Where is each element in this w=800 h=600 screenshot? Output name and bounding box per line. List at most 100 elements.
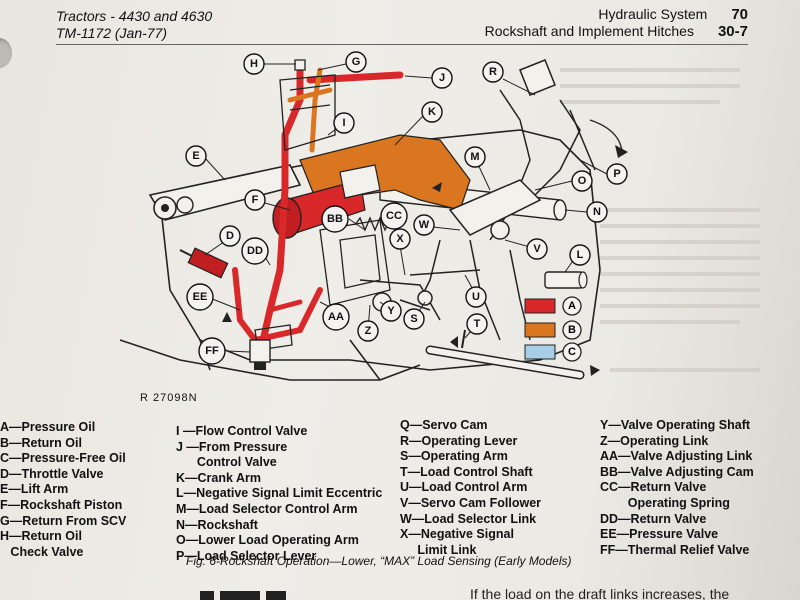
legend-item: AA—Valve Adjusting Link bbox=[600, 449, 753, 464]
svg-text:R: R bbox=[489, 66, 497, 78]
legend-item: Operating Spring bbox=[600, 495, 730, 510]
svg-text:V: V bbox=[533, 243, 541, 255]
header-divider bbox=[56, 44, 748, 45]
svg-text:A: A bbox=[568, 300, 576, 312]
callout-d: D bbox=[219, 225, 241, 247]
header-section: Hydraulic System bbox=[598, 6, 708, 22]
legend-item: I —Flow Control Valve bbox=[176, 424, 308, 438]
legend-item: T—Load Control Shaft bbox=[400, 464, 533, 479]
callout-h: H bbox=[243, 53, 265, 75]
legend-item: E—Lift Arm bbox=[0, 482, 69, 497]
legend-item: F—Rockshaft Piston bbox=[0, 497, 123, 512]
callout-labels: H G J R I K E M F O P N BB CC W D DD X V… bbox=[185, 51, 628, 365]
eccentric-cylinder bbox=[544, 271, 588, 289]
legend-item: W—Load Selector Link bbox=[400, 511, 537, 526]
callout-w: W bbox=[413, 214, 435, 236]
legend-item: C—Pressure-Free Oil bbox=[0, 451, 126, 466]
svg-text:U: U bbox=[472, 291, 480, 303]
legend-item: L—Negative Signal Limit Eccentric bbox=[176, 486, 383, 501]
page-header-left: Tractors - 4430 and 4630 TM-1172 (Jan-77… bbox=[56, 8, 212, 42]
callout-aa: AA bbox=[322, 303, 350, 331]
legend-item: R—Operating Lever bbox=[400, 433, 518, 448]
callout-s: S bbox=[403, 308, 425, 330]
legend-item: Check Valve bbox=[0, 544, 84, 559]
header-page-major: 70 bbox=[731, 6, 748, 23]
legend-item: X—Negative Signal bbox=[400, 527, 514, 542]
callout-ee: EE bbox=[186, 283, 214, 311]
callout-j: J bbox=[431, 67, 453, 89]
legend-item: Y—Valve Operating Shaft bbox=[600, 418, 751, 432]
legend-item: Q—Servo Cam bbox=[400, 418, 488, 432]
svg-text:FF: FF bbox=[205, 345, 219, 357]
svg-text:G: G bbox=[352, 56, 361, 68]
legend-item: Control Valve bbox=[176, 455, 277, 470]
legend-item: J —From Pressure bbox=[176, 439, 288, 454]
svg-text:C: C bbox=[568, 346, 576, 358]
binder-hole bbox=[0, 38, 12, 68]
legend-item: Z—Operating Link bbox=[600, 433, 709, 448]
callout-cc: CC bbox=[380, 202, 408, 230]
legend-item: EE—Pressure Valve bbox=[600, 527, 719, 542]
legend-item: H—Return Oil bbox=[0, 529, 82, 544]
swatch-pressure-free-oil: C bbox=[524, 342, 582, 362]
svg-text:CC: CC bbox=[386, 210, 402, 222]
legend-item: D—Throttle Valve bbox=[0, 466, 104, 481]
svg-text:BB: BB bbox=[327, 213, 343, 225]
swatch-pressure-oil: A bbox=[524, 296, 582, 316]
rockshaft-diagram: H G J R I K E M F O P N BB CC W D DD X V… bbox=[119, 51, 760, 381]
callout-f: F bbox=[244, 189, 266, 211]
svg-text:DD: DD bbox=[247, 245, 263, 257]
cut-off-heading bbox=[200, 591, 286, 600]
legend-item: FF—Thermal Relief Valve bbox=[600, 542, 750, 557]
legend-item: CC—Return Valve bbox=[600, 480, 707, 495]
legend-item: A—Pressure Oil bbox=[0, 420, 96, 434]
callout-k: K bbox=[421, 101, 443, 123]
svg-text:N: N bbox=[593, 206, 601, 218]
legend-item: V—Servo Cam Follower bbox=[400, 495, 542, 510]
legend-column-4: Y—Valve Operating Shaft Z—Operating Link… bbox=[600, 418, 754, 558]
header-model: Tractors - 4430 and 4630 bbox=[56, 8, 213, 24]
legend-column-2: I —Flow Control Valve J —From Pressure C… bbox=[176, 424, 382, 564]
callout-z: Z bbox=[357, 320, 379, 342]
svg-text:K: K bbox=[428, 106, 436, 118]
svg-text:AA: AA bbox=[328, 311, 344, 323]
callout-i: I bbox=[333, 112, 355, 134]
legend-item: G—Return From SCV bbox=[0, 513, 127, 528]
legend-item: K—Crank Arm bbox=[176, 470, 261, 485]
callout-u: U bbox=[465, 286, 487, 308]
svg-text:I: I bbox=[342, 117, 345, 129]
callout-n: N bbox=[586, 201, 608, 223]
load-control-shaft bbox=[425, 329, 585, 380]
figure-number: R 27098N bbox=[140, 392, 198, 404]
throttle-valve bbox=[179, 247, 229, 279]
callout-p: P bbox=[606, 163, 628, 185]
callout-x: X bbox=[389, 228, 411, 250]
legend-item: DD—Return Valve bbox=[600, 511, 707, 526]
svg-text:S: S bbox=[410, 313, 417, 325]
callout-bb: BB bbox=[321, 205, 349, 233]
svg-text:T: T bbox=[474, 318, 481, 330]
figure-caption: Fig. 6-Rockshaft Operation—Lower, “MAX” … bbox=[186, 554, 572, 568]
svg-text:P: P bbox=[613, 168, 620, 180]
legend-item: Limit Link bbox=[400, 542, 477, 557]
callout-t: T bbox=[466, 313, 488, 335]
callout-g: G bbox=[345, 51, 367, 73]
legend-item: M—Load Selector Control Arm bbox=[176, 501, 358, 516]
svg-text:Z: Z bbox=[365, 325, 372, 337]
legend-item: N—Rockshaft bbox=[176, 517, 258, 532]
thermal-relief-valve bbox=[249, 339, 271, 370]
return-oil-lines bbox=[287, 67, 333, 153]
legend-item: U—Load Control Arm bbox=[400, 480, 528, 495]
callout-m: M bbox=[464, 146, 486, 168]
svg-text:D: D bbox=[226, 230, 234, 242]
svg-text:E: E bbox=[192, 150, 199, 162]
svg-text:Y: Y bbox=[387, 305, 395, 317]
page-header-right: Hydraulic System 70 Rockshaft and Impleme… bbox=[470, 6, 748, 40]
callout-l: L bbox=[569, 244, 591, 266]
svg-text:O: O bbox=[578, 175, 587, 187]
svg-text:B: B bbox=[568, 324, 576, 336]
header-subsection: Rockshaft and Implement Hitches bbox=[484, 23, 694, 39]
background-text-lines bbox=[560, 68, 760, 372]
svg-text:W: W bbox=[419, 219, 430, 231]
